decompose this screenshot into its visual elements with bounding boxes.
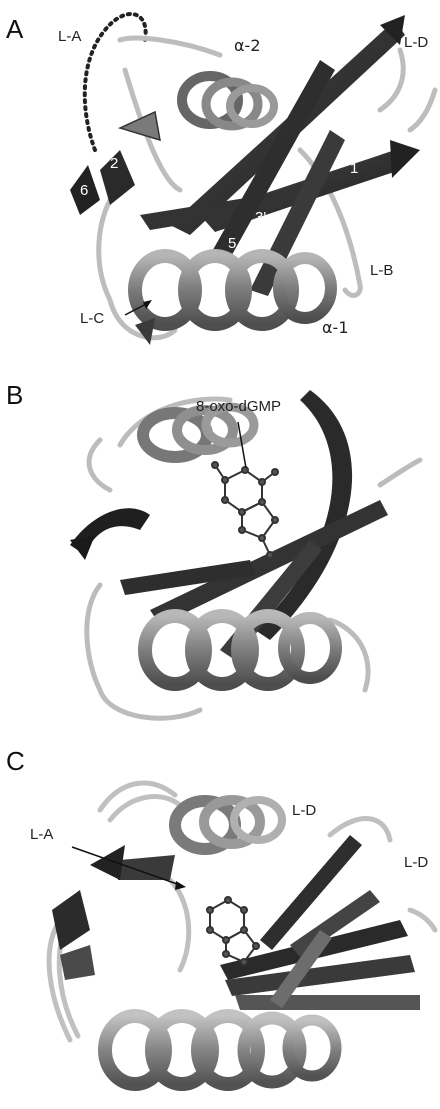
ligand-8-oxo-dgmp (212, 462, 278, 558)
helix-alpha-1 (145, 616, 336, 684)
strand-label: 1 (350, 160, 358, 177)
strand-label: 6 (80, 182, 88, 199)
loop-a-label: L-A (30, 826, 53, 843)
ligand-superposed (207, 897, 259, 965)
loop-a-label: L-A (58, 28, 81, 45)
strand-label: 2 (110, 155, 118, 172)
helix-alpha-1 (135, 256, 331, 345)
helix-alpha-1-superposed (105, 1016, 336, 1084)
ligand-label: 8-oxo-dGMP (196, 398, 281, 415)
beta-sheet-superposed (52, 835, 420, 1010)
loop-d-label: L-D (292, 802, 316, 819)
panel-b: B 8-oxo-dGMP (0, 370, 440, 730)
helix-2-label: α-2 (234, 36, 261, 55)
helix-1-label: α-1 (322, 318, 349, 337)
loop-d-label: L-D (404, 854, 428, 871)
strand-label: 5 (228, 235, 236, 252)
panel-c-ribbon (0, 740, 440, 1109)
panel-letter: A (6, 14, 23, 45)
loop-d-label: L-D (404, 34, 428, 51)
panel-b-ribbon (0, 370, 440, 730)
loop-b-label: L-B (370, 262, 393, 279)
panel-a-ribbon: 3 2 6 1 4 3' 5 (0, 0, 440, 360)
loop-a-pointer-head (175, 881, 186, 890)
strand-label: 4 (355, 105, 363, 122)
strand-label: 3' (255, 209, 266, 226)
panel-letter: B (6, 380, 23, 411)
panel-letter: C (6, 746, 25, 777)
helix-alpha-2-superposed (175, 800, 282, 849)
helix-alpha-2 (182, 76, 274, 126)
loop-c-label: L-C (80, 310, 104, 327)
strand-label: 3 (138, 73, 146, 90)
panel-a: 3 2 6 1 4 3' 5 A L-A α-2 L-D L-B L-C α-1 (0, 0, 440, 360)
panel-c: C L-A L-D L-D (0, 740, 440, 1109)
